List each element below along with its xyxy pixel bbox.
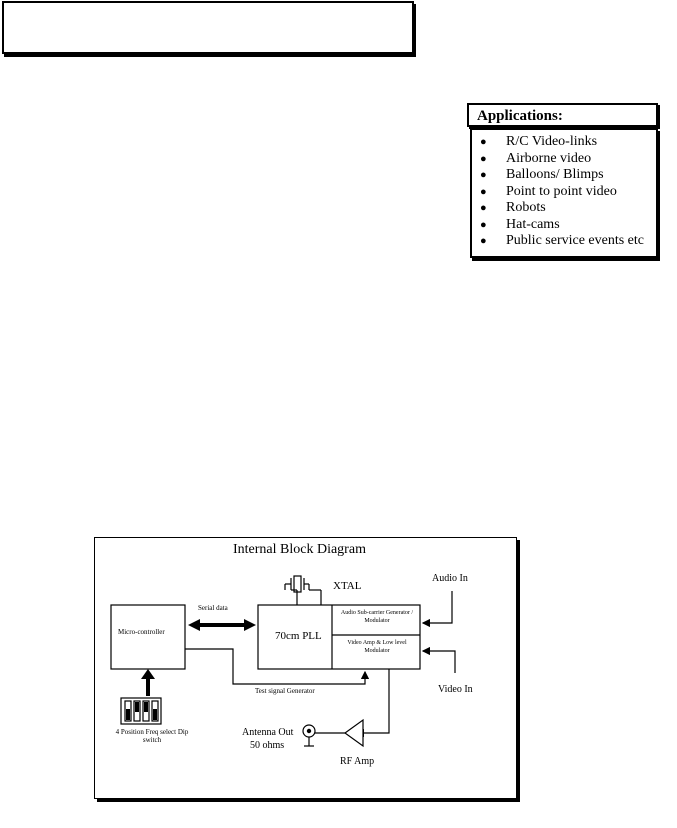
microcontroller-label: Micro-controller (118, 628, 165, 636)
bullet-icon: ● (480, 169, 487, 181)
application-item: Robots (506, 200, 546, 215)
video-modulator-label: Video Amp & Low level Modulator (347, 640, 407, 654)
application-item: R/C Video-links (506, 134, 598, 149)
list-item: ● Hat-cams (480, 217, 656, 234)
list-item: ● Airborne video (480, 151, 656, 168)
antenna-ohms-label: 50 ohms (250, 740, 285, 751)
bullet-icon: ● (480, 185, 487, 198)
pll-block (257, 604, 421, 670)
serial-data-label: Serial data (198, 604, 228, 612)
list-item: ● Point to point video (480, 184, 656, 201)
applications-title: Applications: (467, 103, 658, 127)
audio-modulator-label: Audio Sub-carrier Generator / Modulator (340, 610, 414, 624)
dip-switch (120, 697, 162, 725)
application-item: Hat-cams (506, 216, 560, 232)
list-item: ● Balloons/ Blimps (480, 167, 656, 184)
xtal-label: XTAL (333, 580, 362, 592)
list-item: ● Public service events etc (480, 233, 656, 250)
bullet-icon: ● (480, 202, 487, 214)
test-signal-label: Test signal Generator (255, 687, 315, 695)
pll-label: 70cm PLL (275, 630, 322, 642)
application-item: Balloons/ Blimps (506, 167, 604, 182)
application-item: Public service events etc (506, 233, 645, 248)
list-item: ● Robots (480, 200, 656, 217)
applications-list: ● R/C Video-links ● Airborne video ● Balloo… (472, 130, 656, 250)
bullet-icon: ● (480, 136, 487, 148)
audio-in-label: Audio In (432, 573, 468, 584)
bullet-icon: ● (480, 152, 487, 165)
video-in-label: Video In (438, 684, 473, 695)
dip-switch-label: 4 Position Freq select Dip switch (115, 728, 189, 745)
list-item: ● R/C Video-links (480, 134, 656, 151)
block-diagram-drawing (110, 575, 456, 748)
microcontroller-block (110, 604, 186, 670)
header-box (2, 1, 414, 54)
bullet-icon: ● (480, 235, 487, 247)
block-diagram: Internal Block Diagram XTAL Audio In Vid… (94, 537, 517, 799)
application-item: Point to point video (506, 183, 617, 199)
antenna-out-label: Antenna Out (242, 727, 294, 738)
application-item: Airborne video (506, 150, 592, 166)
rf-amp-label: RF Amp (340, 756, 375, 767)
diagram-title: Internal Block Diagram (233, 542, 366, 557)
applications-box: ● R/C Video-links ● Airborne video ● Balloo… (470, 128, 658, 258)
bullet-icon: ● (480, 218, 487, 231)
